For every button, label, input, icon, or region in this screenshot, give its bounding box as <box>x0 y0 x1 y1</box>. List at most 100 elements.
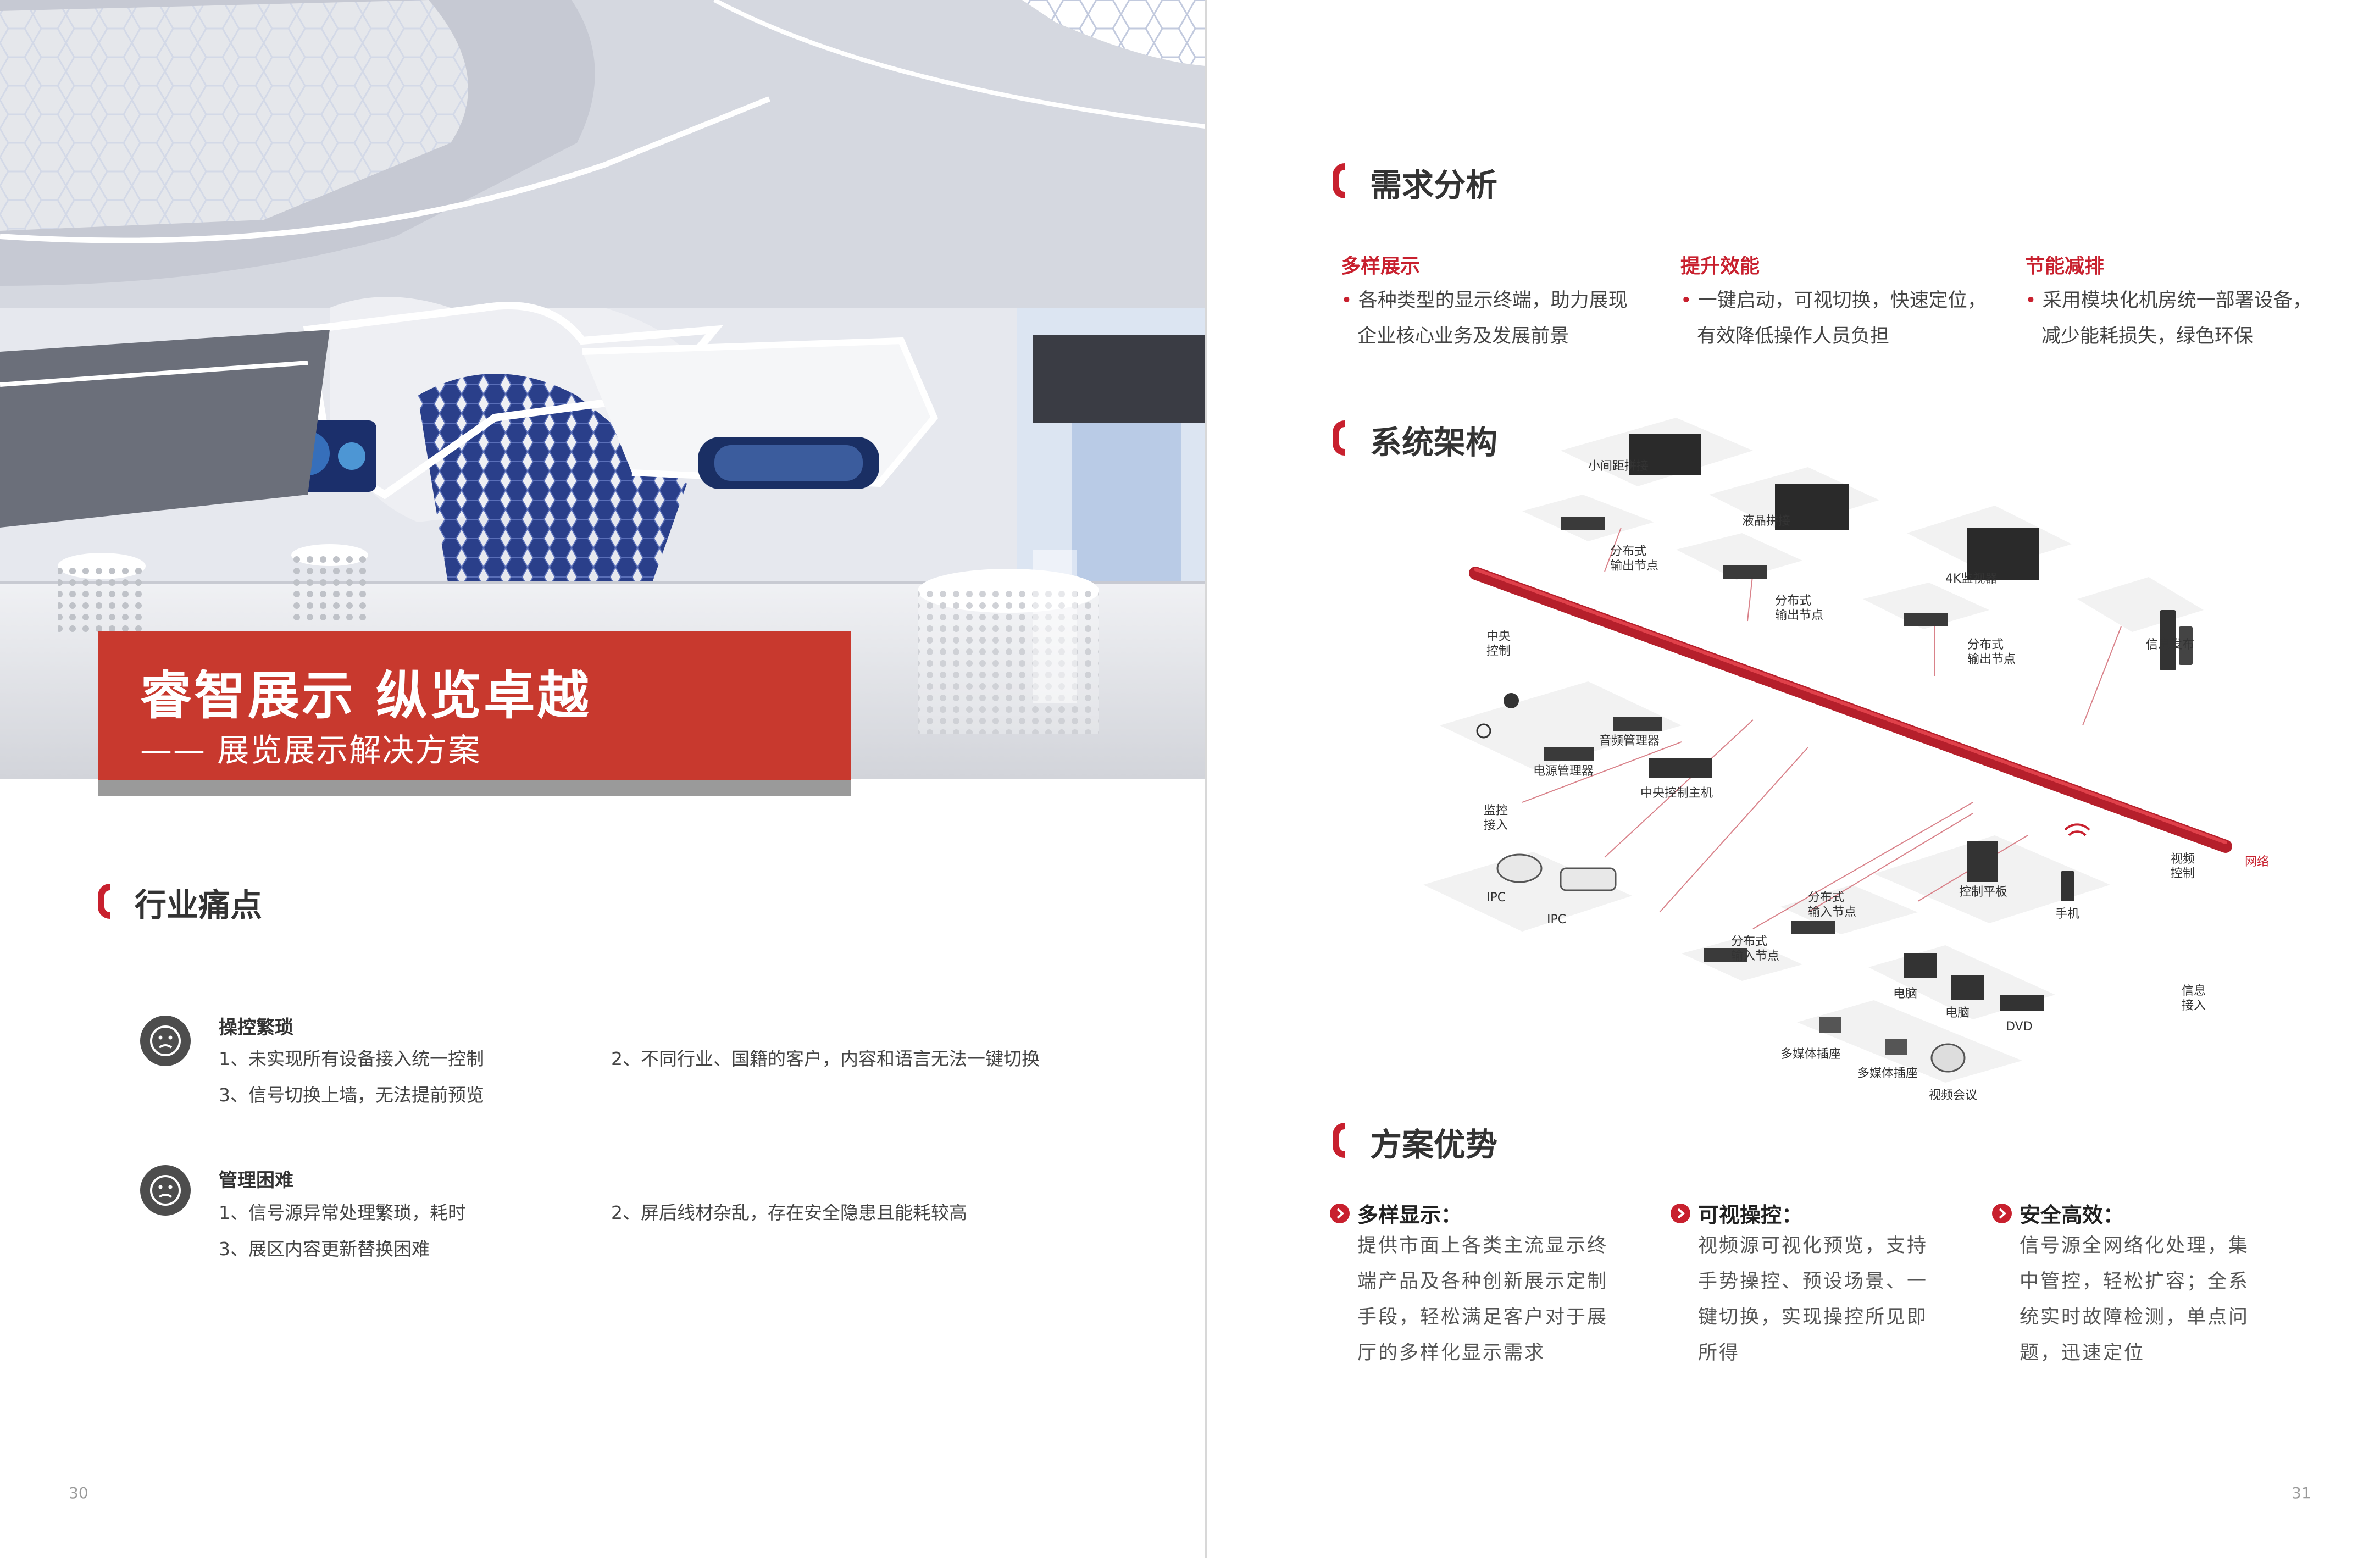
tag-monitor-access: 监控接入 <box>1484 804 1508 832</box>
conference-camera-icon <box>1930 1043 1966 1073</box>
banner-shadow <box>98 780 851 796</box>
platform-ipc <box>1423 852 1632 932</box>
bullet-dot-icon: • <box>1341 290 1352 312</box>
label-pc-1: 电脑 <box>1893 987 1917 1001</box>
arrow-circle-icon <box>1992 1204 2012 1223</box>
device-icons <box>1476 434 2193 1073</box>
platform-central <box>1440 681 1682 769</box>
platform-output-3 <box>1863 583 1989 629</box>
sad-face-icon <box>140 1165 191 1216</box>
lcd-wall-icon <box>1775 484 1849 530</box>
bullet-dot-icon: • <box>2025 290 2037 312</box>
section-marker-icon <box>1333 163 1345 198</box>
section-marker-icon <box>98 884 110 919</box>
need-heading: 多样展示 <box>1341 255 1421 278</box>
label-output-1: 分布式输出节点 <box>1610 545 1658 573</box>
need-heading: 提升效能 <box>1680 255 1760 278</box>
light-icon <box>1476 723 1491 739</box>
label-info-release: 信息发布 <box>2146 638 2194 652</box>
label-lcd: 液晶拼接 <box>1742 514 1790 528</box>
dvd-player-icon <box>2000 995 2044 1011</box>
label-small-pitch: 小间距拼接 <box>1588 459 1649 473</box>
tag-info-access: 信息接入 <box>2182 984 2206 1012</box>
label-audio: 音频管理器 <box>1599 734 1660 748</box>
advantage-heading: 多样显示： <box>1357 1203 1462 1227</box>
section-marker-icon <box>1333 420 1345 456</box>
pain-group-heading: 操控繁琐 <box>219 1017 293 1039</box>
video-wall-icon <box>1629 434 1701 475</box>
power-manager-icon <box>1544 747 1594 761</box>
advantage-description: 提供市面上各类主流显示终 端产品及各种创新展示定制 手段，轻松满足客户对于展 厅… <box>1357 1235 1608 1364</box>
sad-face-icon <box>140 1016 191 1066</box>
bullet-dot-icon: • <box>1680 290 1692 312</box>
kiosk-icon <box>2160 610 2176 670</box>
platform-output-2 <box>1676 533 1802 580</box>
pain-item: 2、屏后线材杂乱，存在安全隐患且能耗较高 <box>611 1202 967 1223</box>
output-node-icon <box>1904 613 1948 626</box>
label-dvd: DVD <box>2006 1020 2033 1034</box>
system-architecture-diagram: 小间距拼接 液晶拼接 4K监视器 信息发布 分布式输出节点 分布式输出节点 分布… <box>1423 418 2269 1102</box>
audio-manager-icon <box>1613 717 1662 731</box>
tag-video-control: 视频控制 <box>2171 852 2195 880</box>
label-central-host: 中央控制主机 <box>1640 786 1713 800</box>
label-output-2: 分布式输出节点 <box>1775 594 1823 622</box>
pain-item: 1、未实现所有设备接入统一控制 <box>219 1048 484 1069</box>
label-input-2: 分布式输入节点 <box>1731 935 1779 963</box>
need-description: • 一键启动，可视切换，快速定位， 有效降低操作人员负担 <box>1680 290 1987 347</box>
label-ipc-2: IPC <box>1547 913 1566 927</box>
label-power: 电源管理器 <box>1533 764 1594 778</box>
page-number-left: 30 <box>69 1484 88 1502</box>
arrow-circle-icon <box>1671 1204 1690 1223</box>
pain-item: 1、信号源异常处理繁琐，耗时 <box>219 1202 466 1223</box>
label-pc-2: 电脑 <box>1945 1006 1970 1020</box>
network-backbone-highlight <box>1474 568 2227 844</box>
need-description: • 各种类型的显示终端，助力展现 企业核心业务及发展前景 <box>1341 290 1628 347</box>
page-number-right: 31 <box>2292 1484 2311 1502</box>
label-ipc-1: IPC <box>1486 891 1506 905</box>
label-media-1: 多媒体插座 <box>1780 1047 1841 1061</box>
label-output-3: 分布式输出节点 <box>1967 638 2016 666</box>
banner-subtitle: —— 展览展示解决方案 <box>140 731 481 769</box>
media-socket-icon <box>1885 1039 1907 1055</box>
arrow-circle-icon <box>1330 1204 1350 1223</box>
advantage-heading: 安全高效： <box>2020 1203 2124 1227</box>
label-input-1: 分布式输入节点 <box>1808 891 1856 919</box>
wifi-icon <box>2064 823 2090 836</box>
pain-item: 2、不同行业、国籍的客户，内容和语言无法一键切换 <box>611 1048 1040 1069</box>
speaker-icon <box>1504 693 1519 708</box>
need-description: • 采用模块化机房统一部署设备， 减少能耗损失，绿色环保 <box>2025 290 2312 347</box>
architecture-title: 系统架构 <box>1370 424 1498 461</box>
tablet-icon <box>1967 841 1998 882</box>
pain-item: 3、展区内容更新替换困难 <box>219 1238 430 1260</box>
dome-camera-icon <box>1496 853 1543 883</box>
page-spine-divider <box>1205 0 1207 1558</box>
pain-points-title: 行业痛点 <box>135 886 263 924</box>
advantages-title: 方案优势 <box>1370 1126 1498 1163</box>
label-phone: 手机 <box>2055 907 2079 921</box>
laptop-icon <box>1951 975 1984 1000</box>
output-node-icon <box>1561 517 1605 530</box>
platform-media <box>1797 1000 2022 1083</box>
needs-title: 需求分析 <box>1370 167 1498 204</box>
label-media-2: 多媒体插座 <box>1857 1067 1918 1080</box>
label-tablet: 控制平板 <box>1959 885 2007 899</box>
bullet-camera-icon <box>1560 867 1617 891</box>
title-banner <box>98 631 851 780</box>
label-4k: 4K监视器 <box>1945 572 1997 586</box>
tag-central-control: 中央控制 <box>1486 630 1511 658</box>
platform-info <box>2077 577 2204 632</box>
advantage-heading: 可视操控： <box>1698 1203 1803 1227</box>
advantage-description: 视频源可视化预览，支持 手势操控、预设场景、一 键切换，实现操控所见即 所得 <box>1698 1235 1928 1364</box>
kiosk-icon <box>2179 626 2193 665</box>
input-node-icon <box>1704 948 1747 962</box>
advantage-description: 信号源全网络化处理，集 中管控，轻松扩容；全系 统实时故障检测，单点问 题，迅速… <box>2020 1235 2250 1364</box>
phone-icon <box>2061 871 2074 901</box>
label-video-conf: 视频会议 <box>1929 1089 1977 1102</box>
central-host-icon <box>1649 758 1712 778</box>
network-backbone-bar <box>1469 567 2232 853</box>
section-marker-icon <box>1333 1123 1345 1158</box>
pain-item: 3、信号切换上墙，无法提前预览 <box>219 1084 484 1106</box>
laptop-icon <box>1904 953 1937 978</box>
banner-title: 睿智展示 纵览卓越 <box>140 666 591 726</box>
pain-group-heading: 管理困难 <box>219 1169 293 1191</box>
